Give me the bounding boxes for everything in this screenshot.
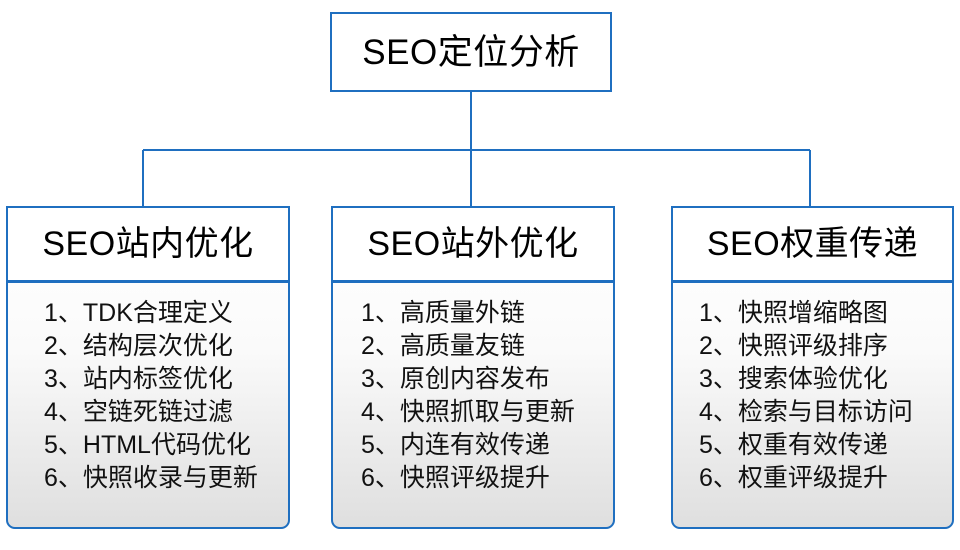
list-item: 3、站内标签优化	[8, 363, 288, 396]
list-item: 6、快照收录与更新	[8, 462, 288, 495]
list-item: 5、HTML代码优化	[8, 429, 288, 462]
list-item: 1、高质量外链	[333, 297, 613, 330]
list-item-index: 5、	[699, 431, 738, 459]
list-item: 3、搜索体验优化	[673, 363, 952, 396]
list-item-label: 搜索体验优化	[737, 365, 888, 393]
list-item: 4、快照抓取与更新	[333, 396, 613, 429]
list-item-index: 4、	[699, 398, 738, 426]
list-item-index: 3、	[699, 365, 738, 393]
branch-column-1: SEO站内优化 1、TDK合理定义 2、结构层次优化 3、站内标签优化 4、空链…	[6, 206, 290, 529]
root-node-title: SEO定位分析	[362, 32, 580, 72]
list-item: 1、TDK合理定义	[8, 297, 288, 330]
branch-header-1: SEO站内优化	[6, 206, 290, 282]
list-item: 3、原创内容发布	[333, 363, 613, 396]
branch-title-3: SEO权重传递	[706, 225, 919, 263]
list-item-index: 2、	[699, 332, 738, 360]
list-item-label: 站内标签优化	[82, 365, 233, 393]
list-item-index: 2、	[361, 332, 400, 360]
list-item-label: 快照抓取与更新	[399, 398, 575, 426]
list-item: 2、高质量友链	[333, 330, 613, 363]
branch-title-1: SEO站内优化	[42, 225, 254, 263]
list-item-label: 高质量外链	[399, 299, 525, 327]
list-item-label: 检索与目标访问	[737, 398, 913, 426]
list-item: 4、检索与目标访问	[673, 396, 952, 429]
list-item-label: 结构层次优化	[82, 332, 233, 360]
list-item-label: HTML代码优化	[82, 431, 251, 459]
list-item-index: 6、	[361, 464, 400, 492]
list-item-index: 4、	[361, 398, 400, 426]
list-item: 4、空链死链过滤	[8, 396, 288, 429]
branch-title-2: SEO站外优化	[367, 225, 579, 263]
list-item: 6、权重评级提升	[673, 462, 952, 495]
list-item-index: 1、	[699, 299, 738, 327]
branch-item-list-2: 1、高质量外链 2、高质量友链 3、原创内容发布 4、快照抓取与更新 5、内连有…	[333, 297, 613, 495]
branch-header-2: SEO站外优化	[331, 206, 615, 282]
list-item: 5、内连有效传递	[333, 429, 613, 462]
branch-body-2: 1、高质量外链 2、高质量友链 3、原创内容发布 4、快照抓取与更新 5、内连有…	[331, 281, 615, 529]
list-item: 1、快照增缩略图	[673, 297, 952, 330]
list-item-label: 空链死链过滤	[82, 398, 233, 426]
list-item-label: 快照收录与更新	[82, 464, 258, 492]
list-item-label: TDK合理定义	[82, 299, 233, 327]
list-item-label: 原创内容发布	[399, 365, 550, 393]
root-node: SEO定位分析	[330, 12, 612, 92]
branch-header-3: SEO权重传递	[671, 206, 954, 282]
branch-body-1: 1、TDK合理定义 2、结构层次优化 3、站内标签优化 4、空链死链过滤 5、H…	[6, 281, 290, 529]
list-item-index: 5、	[44, 431, 83, 459]
list-item-index: 1、	[361, 299, 400, 327]
branch-column-3: SEO权重传递 1、快照增缩略图 2、快照评级排序 3、搜索体验优化 4、检索与…	[671, 206, 954, 529]
list-item-index: 6、	[44, 464, 83, 492]
list-item-label: 权重评级提升	[737, 464, 888, 492]
list-item-label: 快照增缩略图	[737, 299, 888, 327]
list-item-index: 2、	[44, 332, 83, 360]
branch-column-2: SEO站外优化 1、高质量外链 2、高质量友链 3、原创内容发布 4、快照抓取与…	[331, 206, 615, 529]
list-item-label: 快照评级提升	[399, 464, 550, 492]
list-item-label: 高质量友链	[399, 332, 525, 360]
list-item-index: 5、	[361, 431, 400, 459]
list-item-index: 4、	[44, 398, 83, 426]
list-item-label: 内连有效传递	[399, 431, 550, 459]
list-item-index: 3、	[44, 365, 83, 393]
branch-item-list-1: 1、TDK合理定义 2、结构层次优化 3、站内标签优化 4、空链死链过滤 5、H…	[8, 297, 288, 495]
branch-body-3: 1、快照增缩略图 2、快照评级排序 3、搜索体验优化 4、检索与目标访问 5、权…	[671, 281, 954, 529]
list-item-index: 6、	[699, 464, 738, 492]
list-item-label: 快照评级排序	[737, 332, 888, 360]
list-item-index: 1、	[44, 299, 83, 327]
list-item: 5、权重有效传递	[673, 429, 952, 462]
branch-item-list-3: 1、快照增缩略图 2、快照评级排序 3、搜索体验优化 4、检索与目标访问 5、权…	[673, 297, 952, 495]
list-item-index: 3、	[361, 365, 400, 393]
list-item-label: 权重有效传递	[737, 431, 888, 459]
list-item: 6、快照评级提升	[333, 462, 613, 495]
list-item: 2、快照评级排序	[673, 330, 952, 363]
list-item: 2、结构层次优化	[8, 330, 288, 363]
